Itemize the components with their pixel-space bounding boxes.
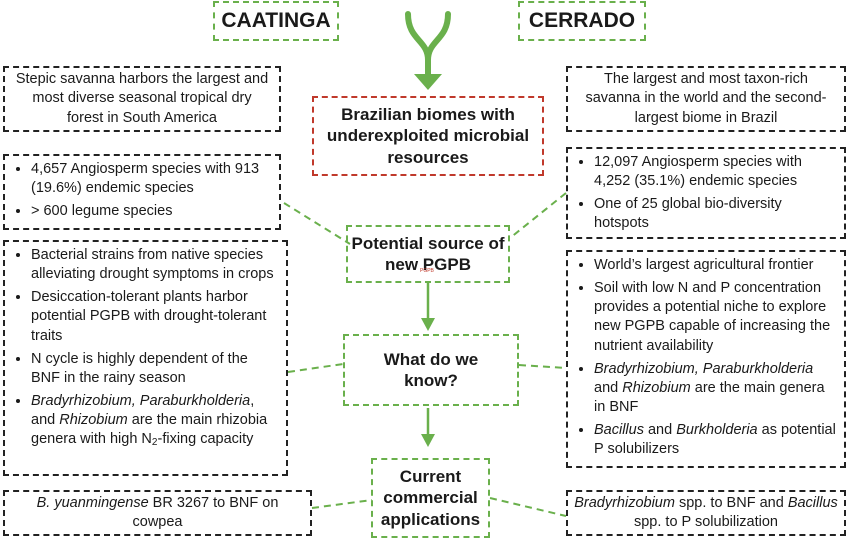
cerrado-species-box: 12,097 Angiosperm species with 4,252 (35… <box>566 147 846 239</box>
cerrado-knowledge-item: Bradyrhizobium, Paraburkholderia and Rhi… <box>594 360 838 417</box>
text-fragment: are the main rhizobia genera with high N <box>31 412 268 448</box>
cerrado-description: The largest and most taxon-rich savanna … <box>585 71 827 126</box>
pgpb-red-mark: PGPB <box>420 268 434 274</box>
genus-name: Bacillus <box>787 494 838 511</box>
what-do-we-know-text: What do we know? <box>383 349 479 390</box>
cerrado-title-box: CERRADO <box>518 1 646 41</box>
commercial-applications-node: Current commercial applications <box>371 458 490 538</box>
cerrado-application: Bradyrhizobium spp. to BNF and Bacillus … <box>574 494 838 532</box>
text-fragment: spp. to P solubilization <box>633 514 779 530</box>
caatinga-species-item: 4,657 Angiosperm species with 913 (19.6%… <box>31 160 273 198</box>
genus-name: Bradyrhizobium <box>574 494 675 511</box>
brazilian-biomes-text: Brazilian biomes with underexploited mic… <box>326 105 530 167</box>
caatinga-application: B. yuanmingense BR 3267 to BNF on cowpea <box>13 494 302 532</box>
genus-name: Rhizobium <box>59 412 128 428</box>
caatinga-knowledge-item: Desiccation-tolerant plants harbor poten… <box>31 288 280 345</box>
potential-source-text: Potential source of new PGPB <box>351 233 505 274</box>
caatinga-application-box: B. yuanmingense BR 3267 to BNF on cowpea <box>3 490 312 536</box>
text-fragment: -fixing capacity <box>157 431 254 448</box>
caatinga-knowledge-item: N cycle is highly dependent of the BNF i… <box>31 350 280 388</box>
brazilian-biomes-node: Brazilian biomes with underexploited mic… <box>312 96 544 176</box>
species-name: B. yuanmingense <box>36 494 149 511</box>
caatinga-knowledge-item: Bacterial strains from native species al… <box>31 246 280 284</box>
cerrado-species-item: One of 25 global bio-diversity hotspots <box>594 195 838 233</box>
genus-name: Bradyrhizobium, Paraburkholderia <box>594 360 814 377</box>
caatinga-knowledge-box: Bacterial strains from native species al… <box>3 240 288 476</box>
text-fragment: spp. to BNF and <box>674 494 788 511</box>
text-fragment: and <box>594 379 623 396</box>
genus-name: Bradyrhizobium, Paraburkholderia <box>31 392 251 409</box>
cerrado-species-list: 12,097 Angiosperm species with 4,252 (35… <box>572 153 838 234</box>
what-do-we-know-node: What do we know? <box>343 334 519 406</box>
text-fragment: , and <box>31 392 255 428</box>
cerrado-title: CERRADO <box>528 9 636 32</box>
caatinga-description-box: Stepic savanna harbors the largest and m… <box>3 66 281 132</box>
text-fragment: BR 3267 to BNF on cowpea <box>132 494 279 530</box>
caatinga-species-box: 4,657 Angiosperm species with 913 (19.6%… <box>3 154 281 230</box>
caatinga-title-box: CAATINGA <box>213 1 339 41</box>
genus-name: Bacillus <box>594 422 644 438</box>
caatinga-species-list: 4,657 Angiosperm species with 913 (19.6%… <box>9 160 273 221</box>
genus-name: Rhizobium <box>622 379 691 396</box>
caatinga-knowledge-list: Bacterial strains from native species al… <box>9 246 280 449</box>
text-fragment: and <box>643 422 677 438</box>
cerrado-knowledge-item: World’s largest agricultural frontier <box>594 256 838 275</box>
cerrado-description-box: The largest and most taxon-rich savanna … <box>566 66 846 132</box>
caatinga-description: Stepic savanna harbors the largest and m… <box>15 71 269 126</box>
cerrado-species-item: 12,097 Angiosperm species with 4,252 (35… <box>594 153 838 191</box>
genus-name: Burkholderia <box>676 422 758 438</box>
potential-source-node: Potential source of new PGPB <box>346 225 510 283</box>
commercial-applications-text: Current commercial applications <box>380 467 481 529</box>
caatinga-species-item: > 600 legume species <box>31 202 273 221</box>
cerrado-knowledge-box: World’s largest agricultural frontier So… <box>566 250 846 468</box>
text-fragment: as potential P solubilizers <box>594 422 836 458</box>
cerrado-knowledge-list: World’s largest agricultural frontier So… <box>572 256 838 459</box>
caatinga-title: CAATINGA <box>221 9 331 32</box>
cerrado-knowledge-item: Soil with low N and P concentration prov… <box>594 279 838 356</box>
cerrado-application-box: Bradyrhizobium spp. to BNF and Bacillus … <box>566 490 846 536</box>
subscript: 2 <box>151 437 158 449</box>
cerrado-knowledge-item: Bacillus and Burkholderia as potential P… <box>594 421 838 459</box>
caatinga-knowledge-item: Bradyrhizobium, Paraburkholderia, and Rh… <box>31 392 280 449</box>
text-fragment: are the main genera in BNF <box>594 379 825 415</box>
